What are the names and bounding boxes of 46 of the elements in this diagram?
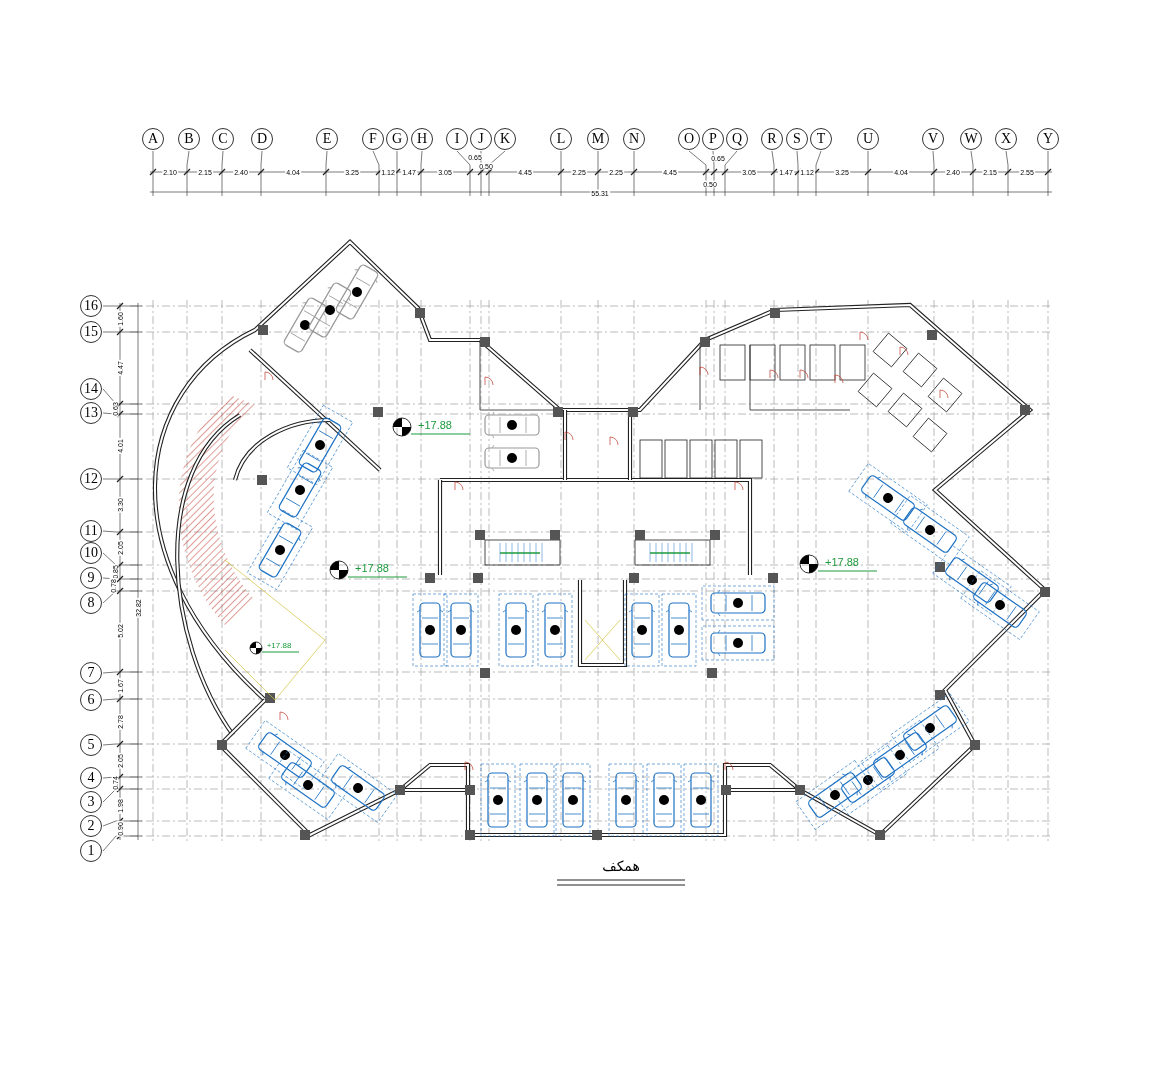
grid-bubble: 10 — [80, 542, 102, 564]
grid-bubble: 5 — [80, 734, 102, 756]
elevation-text: +17.88 — [418, 419, 452, 431]
grid-bubble: U — [857, 128, 879, 150]
grid-bubble: C — [212, 128, 234, 150]
grid-bubble: M — [587, 128, 609, 150]
grid-bubble: O — [678, 128, 700, 150]
grid-bubble: 2 — [80, 815, 102, 837]
grid-bubble: T — [810, 128, 832, 150]
grid-bubble: I — [446, 128, 468, 150]
elevation-text: +17.88 — [266, 642, 292, 650]
grid-bubble: J — [470, 128, 492, 150]
grid-bubble: P — [702, 128, 724, 150]
grid-bubble: D — [251, 128, 273, 150]
grid-bubble: W — [960, 128, 982, 150]
grid-bubble: X — [995, 128, 1017, 150]
grid-bubble: L — [550, 128, 572, 150]
grid-bubble: 6 — [80, 689, 102, 711]
grid-bubble: N — [623, 128, 645, 150]
grid-bubble: 7 — [80, 662, 102, 684]
grid-bubble: 15 — [80, 321, 102, 343]
grid-bubble: 1 — [80, 840, 102, 862]
elevation-text: +17.88 — [355, 562, 389, 574]
grid-bubble: R — [761, 128, 783, 150]
grid-bubble: K — [494, 128, 516, 150]
grid-bubble: 3 — [80, 791, 102, 813]
plan-title: همکف — [602, 859, 640, 873]
grid-bubble: H — [411, 128, 433, 150]
grid-bubble: G — [386, 128, 408, 150]
grid-bubble: 14 — [80, 378, 102, 400]
grid-bubble: E — [316, 128, 338, 150]
grid-bubble: B — [178, 128, 200, 150]
grid-bubble: 16 — [80, 295, 102, 317]
grid-bubble: F — [362, 128, 384, 150]
grid-bubble: 8 — [80, 592, 102, 614]
elevation-text: +17.88 — [825, 556, 859, 568]
grid-bubble: Q — [726, 128, 748, 150]
grid-bubble: 9 — [80, 567, 102, 589]
grid-bubble: A — [142, 128, 164, 150]
grid-bubble: S — [786, 128, 808, 150]
grid-bubble: 12 — [80, 468, 102, 490]
grid-bubble: 4 — [80, 767, 102, 789]
grid-bubble: 11 — [80, 520, 102, 542]
grid-bubble: Y — [1037, 128, 1059, 150]
grid-bubble: 13 — [80, 402, 102, 424]
grid-bubble: V — [922, 128, 944, 150]
